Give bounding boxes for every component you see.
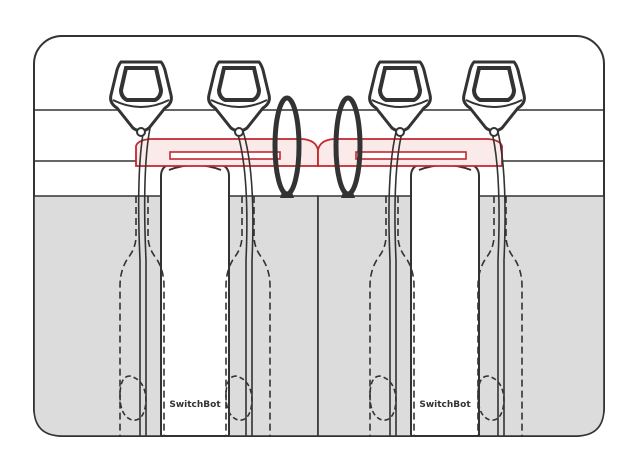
brand-label-right: SwitchBot	[419, 400, 471, 410]
cable-loop-left	[272, 95, 302, 198]
device-body-left	[160, 163, 230, 437]
cable-1	[137, 127, 151, 436]
adhesive-strip-left	[135, 138, 319, 167]
cable-3	[388, 127, 404, 436]
device-body-right	[410, 163, 480, 437]
cable-loop-right	[333, 95, 363, 198]
adhesive-strip-right	[317, 138, 503, 167]
brand-label-left: SwitchBot	[169, 400, 221, 410]
cable-4	[490, 127, 506, 436]
cable-2	[235, 127, 254, 436]
